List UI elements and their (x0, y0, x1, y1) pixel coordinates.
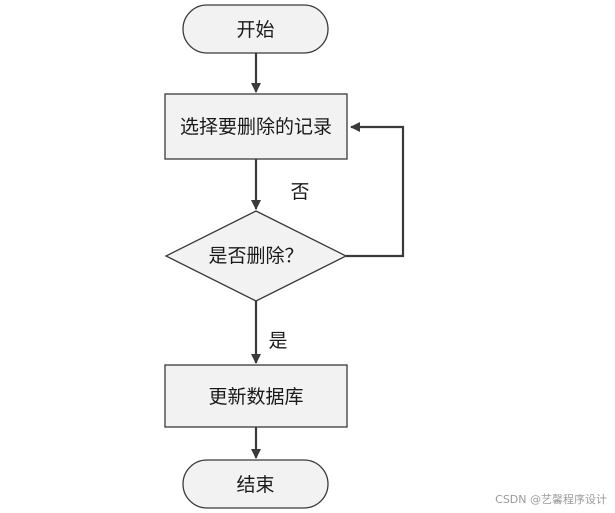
select-record-process (164, 93, 348, 160)
yes-edge-label: 是 (268, 330, 287, 352)
no-edge-label: 否 (290, 181, 309, 203)
end-terminal (182, 459, 329, 509)
edge-decision-loop-back (346, 122, 405, 258)
select-record-label: 选择要删除的记录 (180, 116, 332, 138)
watermark-text: CSDN @艺馨程序设计 (495, 492, 607, 506)
update-database-label: 更新数据库 (208, 386, 303, 408)
update-database-process (164, 364, 348, 428)
end-label: 结束 (236, 474, 274, 496)
delete-decision-label: 是否删除？ (208, 245, 303, 267)
start-label: 开始 (236, 19, 274, 41)
